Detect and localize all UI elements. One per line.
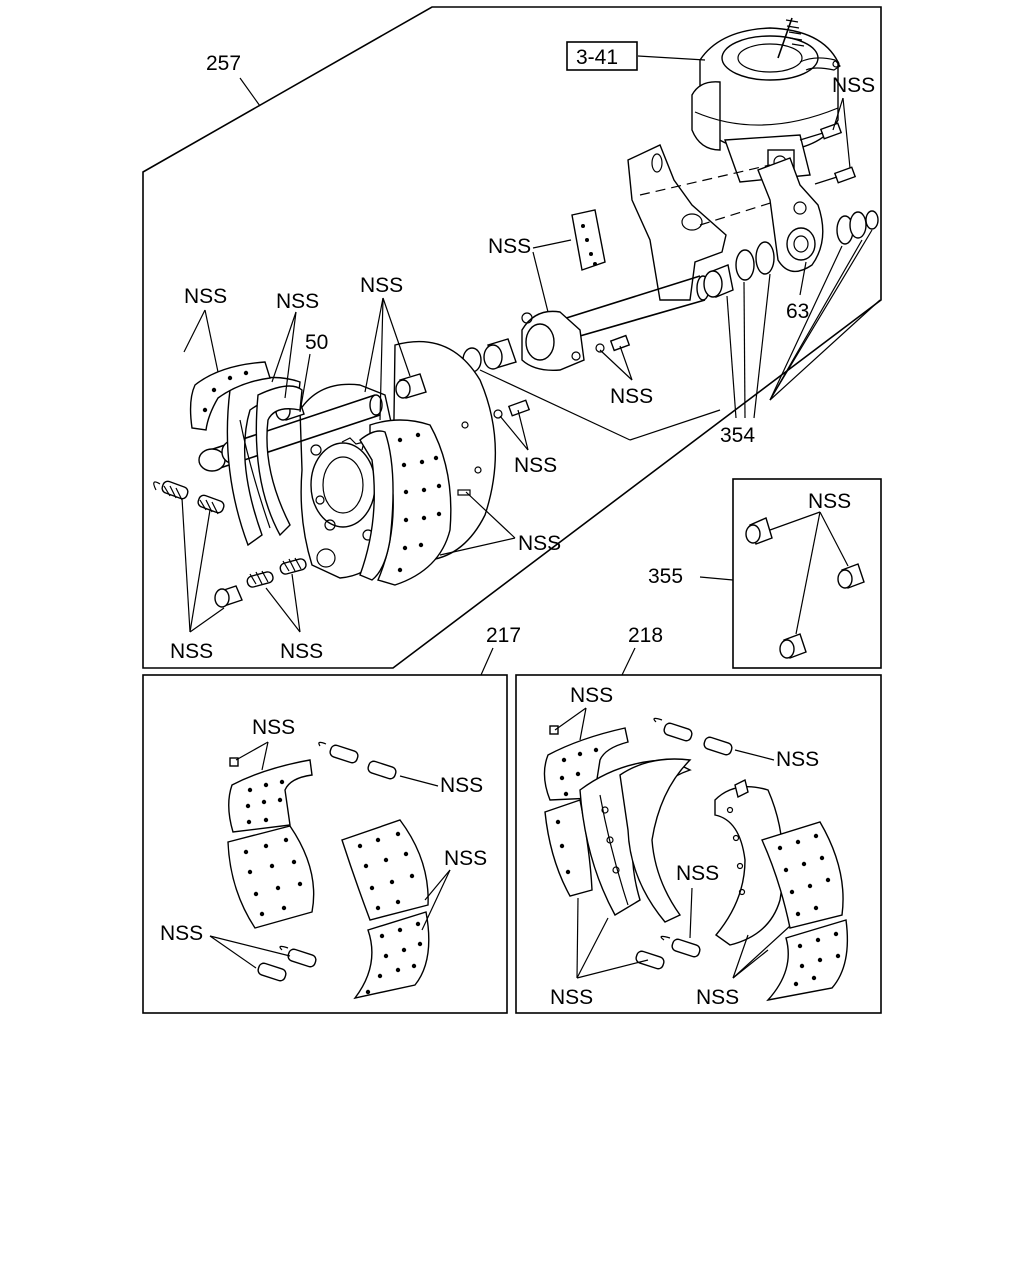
kit218-lining-right-lower: [766, 919, 849, 1002]
bushing-355-c: [779, 633, 807, 659]
slack-adjuster: [757, 157, 824, 273]
right-brake-shoe: [359, 419, 452, 586]
chamber-bracket: [571, 144, 727, 301]
bushing-355-b: [837, 563, 865, 589]
chamber-bolt-lower: [814, 166, 857, 185]
nss-label-bracket-bolt: NSS: [610, 385, 653, 408]
left-brake-lining-upper: [189, 361, 271, 431]
kit217-shoe-upper: [228, 757, 313, 833]
nss-label-retainer-springs: NSS: [280, 640, 323, 663]
nss-label-kit217-shoe: NSS: [252, 716, 295, 739]
shoe-kit-218-panel: [515, 674, 882, 1014]
kit218-spring-lower-1: [660, 935, 701, 958]
kit217-spring-lower-2: [257, 962, 287, 982]
cam-roller: [214, 585, 243, 608]
brake-chamber: [691, 17, 841, 183]
spider-bushing: [483, 338, 517, 370]
callout-63: 63: [786, 300, 809, 323]
leader-lines: [181, 55, 881, 979]
kit217-spring-upper-2: [367, 760, 397, 780]
kit218-spring-upper-2: [703, 736, 733, 756]
nss-label-kit218-shoe: NSS: [570, 684, 613, 707]
pushrod: [777, 17, 793, 59]
kit218-lining-right-upper: [761, 821, 844, 929]
bracket-bolt: [595, 334, 631, 353]
bushing-kit-panel: [732, 478, 882, 669]
cam-bushing-354: [703, 264, 734, 298]
kit218-shoe-right: [714, 778, 784, 946]
kit218-spring-lower-2: [635, 950, 665, 970]
kit218-shoe-web-center: [619, 758, 692, 923]
nss-label-kit217-lower-springs: NSS: [160, 922, 203, 945]
nss-label-upper-linings: NSS: [184, 285, 227, 308]
chamber-bolt-upper: [799, 122, 843, 141]
nss-label-kit217-springs: NSS: [440, 774, 483, 797]
nss-label-shoe-springs: NSS: [276, 290, 319, 313]
nss-label-bushings-355: NSS: [808, 490, 851, 513]
retainer-spring-1: [246, 570, 274, 588]
snap-ring: [865, 210, 879, 230]
left-brake-shoe: [226, 376, 301, 547]
callout-50: 50: [305, 331, 328, 354]
nss-label-pins: NSS: [360, 274, 403, 297]
kit217-lining-right-lower: [353, 911, 430, 1000]
brake-assembly-panel: [142, 6, 882, 669]
retainer-spring-2: [279, 557, 307, 575]
callout-217: 217: [486, 624, 521, 647]
cam-washer: [755, 241, 775, 275]
cam-seal: [735, 249, 755, 281]
nss-label-chamber-bolts: NSS: [832, 74, 875, 97]
callout-3-41-box: [566, 41, 638, 71]
kit218-shoe-upper: [543, 725, 629, 801]
callout-257: 257: [206, 52, 241, 75]
nss-label-bracket-plate: NSS: [488, 235, 531, 258]
kit217-lining-right-upper: [341, 819, 429, 921]
callout-355: 355: [648, 565, 683, 588]
kit217-spring-upper-1: [318, 741, 359, 764]
cam-bracket-housing: [521, 310, 585, 371]
return-spring-left-2: [197, 494, 225, 515]
kit217-spring-lower-1: [279, 945, 317, 968]
return-spring-left-1: [153, 480, 189, 501]
roller-pin-upper: [395, 373, 427, 399]
callout-3-41: 3-41: [576, 46, 618, 69]
bushing-355-a: [745, 517, 773, 545]
nss-label-dust-shield: NSS: [518, 532, 561, 555]
nss-label-left-springs: NSS: [170, 640, 213, 663]
kit217-lining-left: [227, 825, 315, 929]
callout-218: 218: [628, 624, 663, 647]
left-brake-shoe-web: [255, 385, 303, 537]
nss-label-kit217-linings: NSS: [444, 847, 487, 870]
nss-label-kit218-lower-spring: NSS: [676, 862, 719, 885]
kit218-spring-upper-1: [653, 717, 693, 742]
washer-2: [849, 211, 867, 239]
nss-label-kit218-webs: NSS: [550, 986, 593, 1009]
nss-label-kit218-linings: NSS: [696, 986, 739, 1009]
spider-bolt: [493, 399, 531, 419]
kit218-lining-left: [544, 799, 593, 897]
nss-label-kit218-springs: NSS: [776, 748, 819, 771]
callout-354: 354: [720, 424, 755, 447]
nss-label-spider-bolt: NSS: [514, 454, 557, 477]
shoe-kit-217-panel: [142, 674, 508, 1014]
